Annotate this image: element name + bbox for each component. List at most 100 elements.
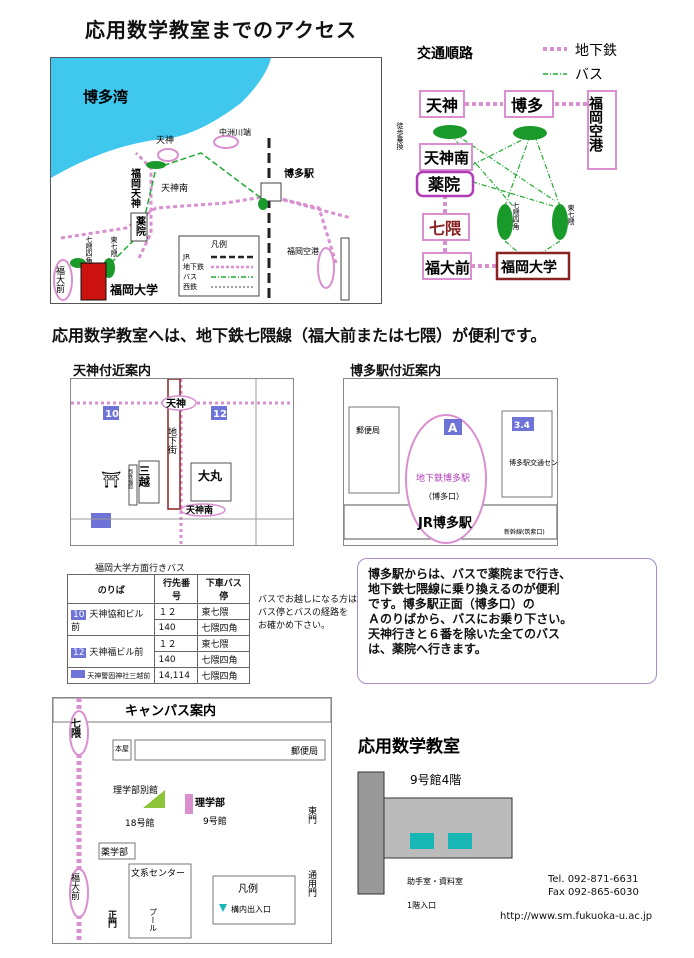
campus-map-svg: キャンパス案内 七隈 福大前 本屋 郵便局 理学部別館 18号館 理学部 9号館… bbox=[53, 698, 331, 943]
airport-building bbox=[340, 237, 350, 301]
route-node-airport-label: 福岡空港 bbox=[587, 95, 604, 153]
bus-side-note: バスでお越しになる方は バス停とバスの経路を お確かめ下さい。 bbox=[258, 594, 357, 633]
bus-side-note-line: バス停とバスの経路を bbox=[258, 608, 349, 618]
science-annex-bldg bbox=[143, 790, 165, 808]
bus-stop-name: 天神福ビル前 bbox=[89, 648, 144, 658]
building-legend-entrance: 1階入口 bbox=[407, 900, 436, 910]
route-node-fukuoka-univ-label: 福岡大学 bbox=[500, 259, 557, 276]
tenjin-map-label: 天神付近案内 bbox=[73, 364, 152, 379]
pharmacy-block bbox=[98, 842, 136, 860]
contact-url[interactable]: http://www.sm.fukuoka-u.ac.jp bbox=[500, 911, 653, 922]
alight-stop: 東七隈 bbox=[197, 635, 250, 652]
route-bus-nanakuma-yotsukado bbox=[497, 204, 513, 240]
label-nakasu: 中洲川端 bbox=[219, 127, 251, 137]
bldg18-label: 18号館 bbox=[125, 817, 154, 829]
science-label: 理学部 bbox=[195, 796, 225, 809]
bus-stop-cell: 天神警固神社三越前 bbox=[66, 667, 156, 684]
route-number: 140 bbox=[154, 651, 199, 668]
page-title: 応用数学教室までのアクセス bbox=[85, 18, 357, 42]
label-higashi-nanakuma: 東七隈 bbox=[110, 235, 118, 258]
legend-nishitetsu: 西鉄 bbox=[183, 282, 197, 291]
bus-header-alight: 下車バス停 bbox=[197, 574, 250, 604]
legend-title: 凡例 bbox=[211, 239, 227, 249]
table-row: 天神警固神社三越前 14,114 七隈四角 bbox=[66, 667, 250, 684]
station-yakuin-block bbox=[130, 212, 148, 242]
bus-table-caption: 福岡大学方面行きバス bbox=[95, 564, 186, 574]
post-office-label: 郵便局 bbox=[356, 425, 380, 435]
daimaru-label: 大丸 bbox=[198, 468, 223, 483]
tenjin-minami-station bbox=[180, 503, 226, 517]
contact-fax: Fax 092-865-6030 bbox=[548, 887, 639, 898]
legend-subway: 地下鉄 bbox=[183, 262, 204, 271]
route-diagram: 交通順路 地下鉄 バス 天神 博多 福岡空港 天神南 徒歩乗換 薬院 七隈 福大… bbox=[396, 43, 617, 281]
route-node-nanakuma bbox=[422, 213, 470, 241]
pharmacy-label: 薬学部 bbox=[101, 846, 128, 858]
alight-stop: 七隈四角 bbox=[197, 651, 250, 668]
building-title: 応用数学教室 bbox=[358, 736, 460, 757]
route-bus-lines-2 bbox=[504, 240, 561, 255]
stop-badge-12-label: 12 bbox=[213, 409, 227, 420]
campus-post-office-label: 郵便局 bbox=[291, 745, 318, 757]
honkan-label: 本屋 bbox=[115, 744, 129, 753]
contact-block: Tel. 092-871-6631 Fax 092-865-6030 bbox=[548, 873, 639, 899]
bus-stop-cell: 12 天神福ビル前 bbox=[66, 635, 156, 668]
station-nakasu bbox=[213, 135, 239, 149]
building-room-1 bbox=[410, 833, 434, 849]
shrine-icon: ⛩ bbox=[101, 470, 121, 489]
nishitetsu-block bbox=[128, 464, 138, 506]
pool-label: プール bbox=[149, 908, 158, 932]
station-tenjin bbox=[157, 148, 179, 162]
route-number: １２ bbox=[154, 635, 199, 652]
label-tenjin-south: 天神南 bbox=[161, 182, 188, 194]
campus-map: キャンパス案内 七隈 福大前 本屋 郵便局 理学部別館 18号館 理学部 9号館… bbox=[52, 697, 332, 944]
campus-station-fukudaimae bbox=[69, 868, 89, 918]
subway-hakata-area bbox=[405, 414, 487, 544]
bus-stop-name: 天神警固神社三越前 bbox=[87, 672, 151, 680]
route-node-hakata-label: 博多 bbox=[511, 96, 543, 115]
route-node-fukudaimae-label: 福大前 bbox=[424, 259, 470, 277]
alight-stop: 七隈四角 bbox=[197, 667, 250, 684]
route-node-tenjin bbox=[419, 90, 465, 118]
bus-table: のりば 行先番号 下車バス停 10 天神協和ビル前 １２ 東七隈 140 七隈四… bbox=[66, 574, 250, 684]
label-hakata-station: 博多駅 bbox=[284, 167, 315, 180]
route-node-yakuin bbox=[415, 170, 475, 198]
alight-stop: 東七隈 bbox=[197, 603, 250, 620]
stop-badge-34-label: 3.4 bbox=[514, 421, 530, 431]
route-bus-higashi-nanakuma bbox=[552, 204, 568, 240]
jr-hakata-label: JR博多駅 bbox=[417, 515, 473, 531]
label-yakuin: 薬院 bbox=[134, 215, 147, 237]
label-fukuoka-tenjin: 福岡天神 bbox=[129, 167, 142, 209]
campus-nanakuma-label: 七隈 bbox=[69, 717, 81, 739]
campus-station-nanakuma bbox=[69, 710, 89, 756]
tenjin-minami-label: 天神南 bbox=[186, 504, 213, 516]
tenjin-area-map: 地下街 天神 10 12 三越 西鉄福岡 大丸 天神南 ⛩ bbox=[70, 378, 294, 546]
daimaru-block bbox=[190, 462, 232, 502]
label-fukuoka-univ: 福岡大学 bbox=[109, 282, 158, 297]
route-node-hakata bbox=[504, 90, 554, 118]
route-bus-hakata bbox=[513, 126, 547, 140]
campus-fukudaimae-label: 福大前 bbox=[69, 872, 80, 901]
building-wing-left bbox=[357, 771, 385, 895]
stop-badge: 12 bbox=[71, 648, 87, 658]
table-row: 12 天神福ビル前 １２ 東七隈 bbox=[66, 635, 250, 668]
campus-legend-box bbox=[212, 875, 296, 925]
table-row: 10 天神協和ビル前 １２ 東七隈 bbox=[66, 603, 250, 636]
route-node-tenjin-label: 天神 bbox=[426, 96, 458, 115]
bus-stop-name: 天神協和ビル前 bbox=[71, 609, 144, 633]
building-room-2 bbox=[448, 833, 472, 849]
label-tenjin: 天神 bbox=[156, 134, 174, 146]
underground-label: 地下街 bbox=[166, 426, 177, 455]
honkan-block bbox=[112, 739, 132, 761]
route-number: 14,114 bbox=[154, 667, 199, 684]
stop-badge: 10 bbox=[71, 609, 87, 620]
route-bus-stop-1-label: 七隈四角 bbox=[512, 201, 520, 231]
stop-badge-34 bbox=[512, 417, 534, 431]
station-fukudaimae bbox=[53, 259, 73, 301]
hakata-area-map: 郵便局 博多駅交通センター 3.4 A 地下鉄博多駅 （博多口） JR博多駅 新… bbox=[343, 378, 558, 546]
station-hakata bbox=[260, 182, 282, 202]
label-fukudaimae: 福大前 bbox=[54, 265, 65, 294]
tenjin-station-label: 天神 bbox=[166, 397, 186, 410]
building-diagram: 応用数学教室 9号館4階 助手室・資料室 1階入口 bbox=[357, 736, 513, 910]
bus-side-note-line: バスでお越しになる方は bbox=[258, 595, 358, 605]
